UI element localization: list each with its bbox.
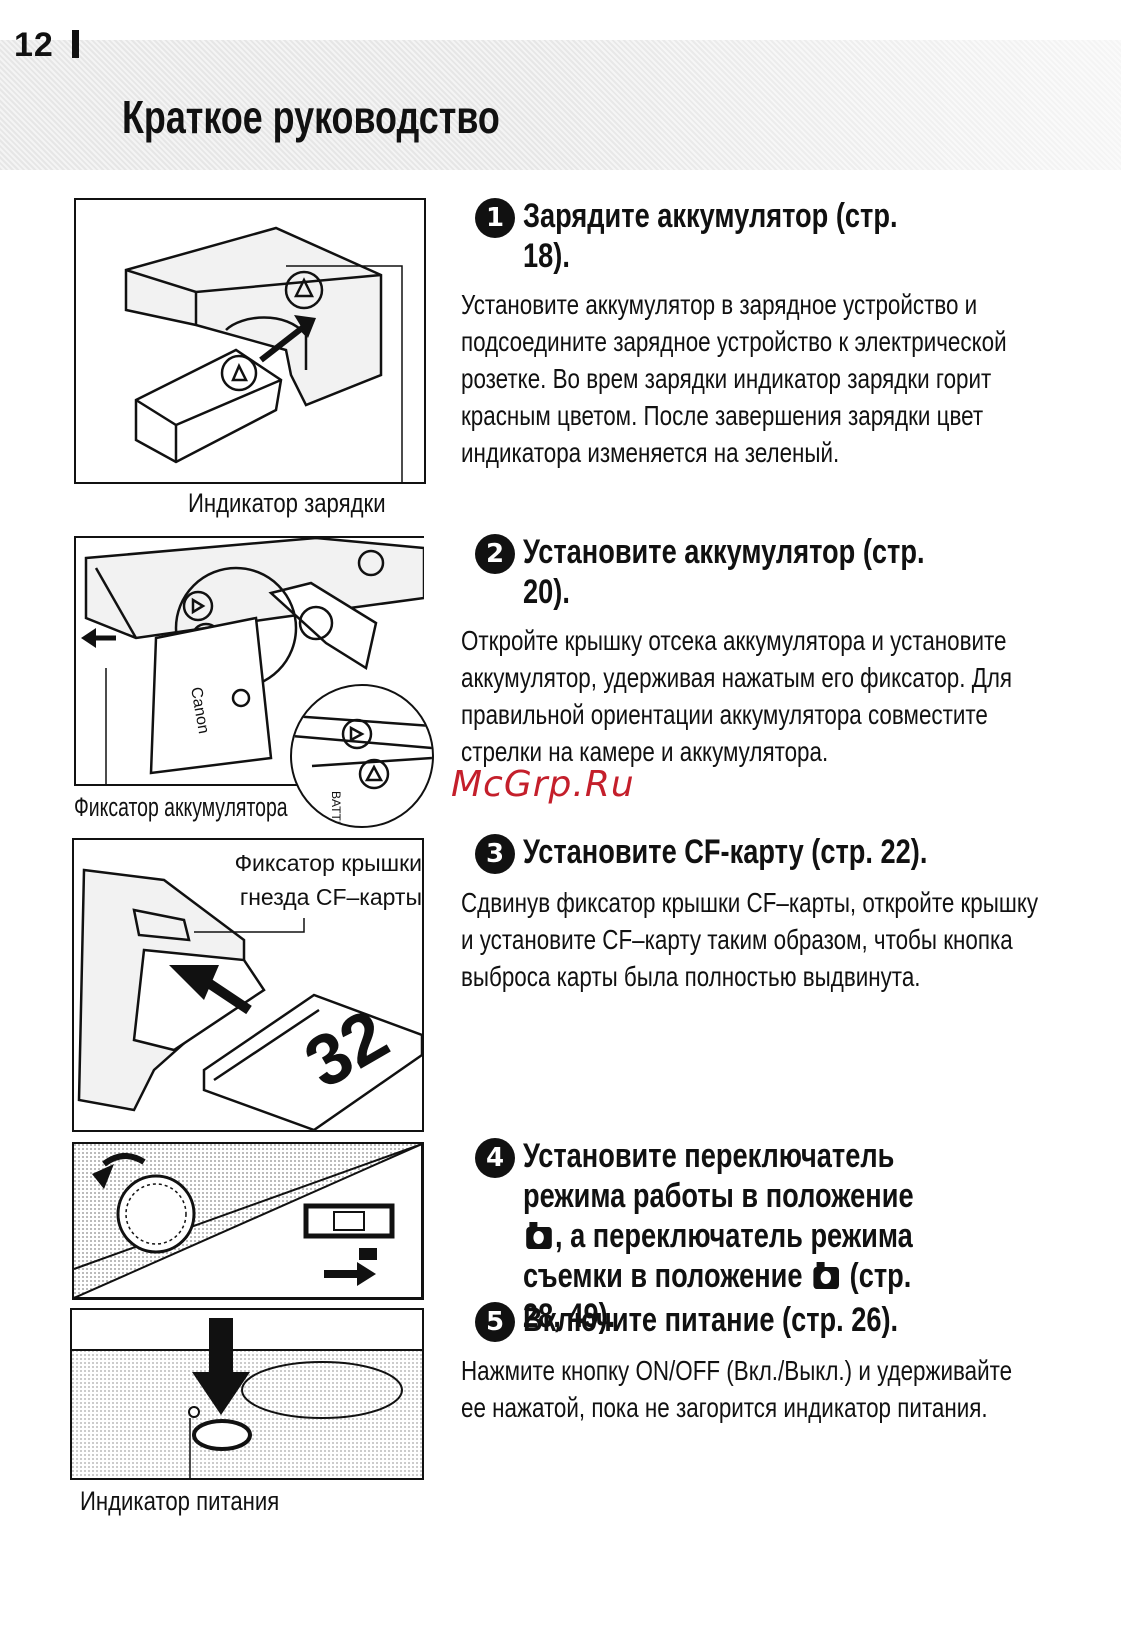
battery-caption: Фиксатор аккумулятора [74, 792, 288, 822]
page-title: Краткое руководство [122, 91, 500, 143]
svg-text:BATTERY: BATTERY [329, 791, 343, 826]
power-button-illustration [70, 1308, 424, 1480]
cf-card-illustration: 32 Фиксатор крышки гнезда CF–карты [72, 838, 424, 1132]
step-2-body: Откройте крышку отсека аккумулятора и ус… [461, 625, 1013, 767]
charger-drawing [124, 226, 403, 482]
step-5-number: 5 [475, 1302, 515, 1342]
step-1: 1 Зарядите аккумулятор (стр. 18). Устано… [461, 196, 1055, 471]
step-1-number: 1 [475, 198, 515, 238]
step-4-title-part-b: , а переключатель режима съемки в положе… [523, 1217, 913, 1295]
battery-detail-circle: BATTERY [290, 684, 434, 828]
step-2-number: 2 [475, 534, 515, 574]
step-4-number: 4 [475, 1138, 515, 1178]
charger-illustration [74, 198, 426, 484]
battery-drawing: Canon [81, 538, 424, 784]
step-2-title: Установите аккумулятор (стр. 20). [523, 533, 925, 611]
cf-caption-line1: Фиксатор крышки [234, 850, 422, 876]
charger-caption: Индикатор зарядки [188, 488, 386, 518]
header-band [0, 40, 1121, 170]
step-1-body: Установите аккумулятор в зарядное устрой… [461, 289, 1007, 468]
page-number: 12 [14, 26, 54, 64]
mode-switch-illustration [72, 1142, 424, 1300]
step-4-title-part-a: Установите переключатель режима работы в… [523, 1137, 914, 1215]
mode-switch-drawing [74, 1144, 422, 1298]
step-3-body: Сдвинув фиксатор крышки CF–карты, открой… [461, 887, 1039, 992]
step-5-title: Включите питание (стр. 26). [523, 1301, 899, 1339]
cf-caption: Фиксатор крышки гнезда CF–карты [235, 846, 422, 914]
step-4-title: Установите переключатель режима работы в… [523, 1136, 949, 1336]
power-button-drawing [72, 1318, 422, 1478]
step-5-body: Нажмите кнопку ON/OFF (Вкл./Выкл.) и уде… [461, 1355, 1013, 1423]
camera-icon [813, 1262, 839, 1289]
step-1-title: Зарядите аккумулятор (стр. 18). [523, 197, 898, 275]
step-3: 3 Установите CF-карту (стр. 22). Сдвинув… [461, 832, 1055, 995]
step-4: 4 Установите переключатель режима работы… [475, 1136, 1055, 1336]
step-3-number: 3 [475, 834, 515, 874]
battery-detail-drawing: BATTERY [292, 714, 432, 826]
step-3-title: Установите CF-карту (стр. 22). [523, 833, 928, 871]
cf-caption-line2: гнезда CF–карты [239, 884, 422, 910]
camera-icon [526, 1222, 552, 1249]
step-2: 2 Установите аккумулятор (стр. 20). Откр… [461, 532, 1055, 770]
battery-illustration: Canon [74, 536, 424, 786]
watermark: McGrp.Ru [451, 764, 635, 805]
step-4-title-part-c: (стр. 28, 49). [523, 1257, 912, 1335]
page-number-bar [72, 30, 79, 58]
cf-card-drawing: 32 [77, 868, 422, 1130]
step-5: 5 Включите питание (стр. 26). Нажмите кн… [461, 1300, 1055, 1426]
header-fade [521, 40, 1121, 170]
power-caption: Индикатор питания [80, 1486, 280, 1516]
